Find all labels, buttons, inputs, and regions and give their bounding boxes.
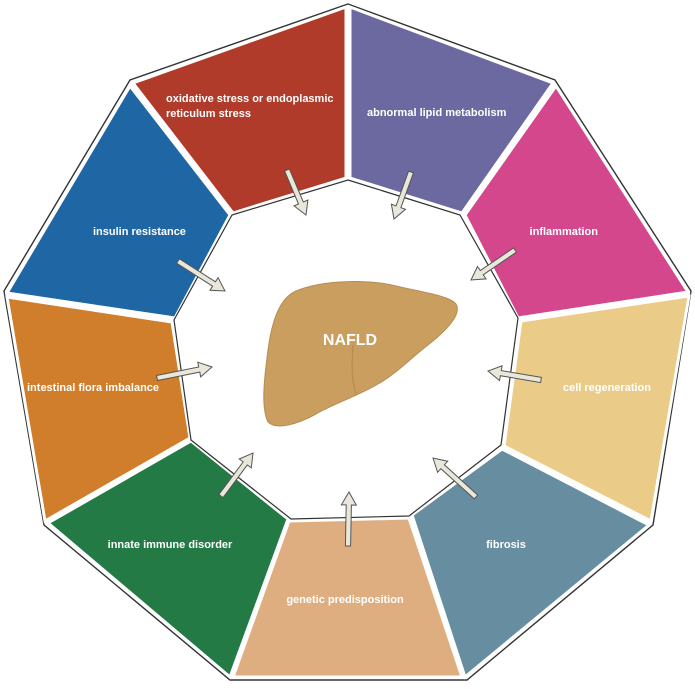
segment-regeneration-shape [502, 294, 691, 524]
segment-lipid-label: abnormal lipid metabolism [367, 107, 507, 119]
segment-flora-shape [5, 295, 192, 524]
segment-genetic-shape [230, 516, 465, 679]
segment-regeneration: cell regeneration [502, 294, 691, 524]
arrow-from-genetic [340, 490, 358, 547]
arrows-group [155, 168, 542, 547]
liver-shape [263, 281, 458, 427]
segment-insulin-label: insulin resistance [93, 226, 186, 238]
liver-lobe-line [351, 344, 357, 395]
segment-lipid: abnormal lipid metabolism [348, 4, 556, 215]
arrow-from-regeneration [487, 365, 542, 384]
segment-fibrosis: fibrosis [410, 447, 652, 680]
segment-fibrosis-label: fibrosis [486, 539, 526, 551]
segment-oxidative-label: oxidative stress or endoplasmic reticulu… [166, 93, 337, 120]
segment-insulin-shape [4, 83, 232, 320]
segment-insulin: insulin resistance [4, 83, 232, 320]
segment-regeneration-label: cell regeneration [563, 382, 651, 394]
segment-oxidative-shape [130, 4, 348, 215]
segment-oxidative: oxidative stress or endoplasmic reticulu… [130, 4, 348, 215]
arrow-from-fibrosis [432, 457, 479, 500]
arrow-from-oxidative [283, 168, 309, 216]
segment-genetic-label: genetic predisposition [286, 594, 404, 606]
arrow-from-immune [218, 452, 254, 499]
segment-flora: intestinal flora imbalance [5, 295, 192, 524]
arrow-from-lipid [390, 170, 415, 220]
arrow-from-flora [155, 361, 213, 382]
center-label: NAFLD [323, 332, 377, 349]
segment-genetic: genetic predisposition [230, 516, 465, 679]
segment-flora-label: intestinal flora imbalance [27, 382, 159, 394]
segment-lipid-shape [348, 4, 556, 215]
segment-immune: innate immune disorder [45, 439, 290, 680]
segment-immune-shape [45, 439, 290, 680]
arrow-from-inflammation [470, 247, 518, 281]
segment-immune-label: innate immune disorder [108, 539, 233, 551]
arrow-from-insulin [175, 258, 226, 292]
segment-fibrosis-shape [410, 447, 652, 680]
segment-inflammation-label: inflammation [530, 226, 599, 238]
